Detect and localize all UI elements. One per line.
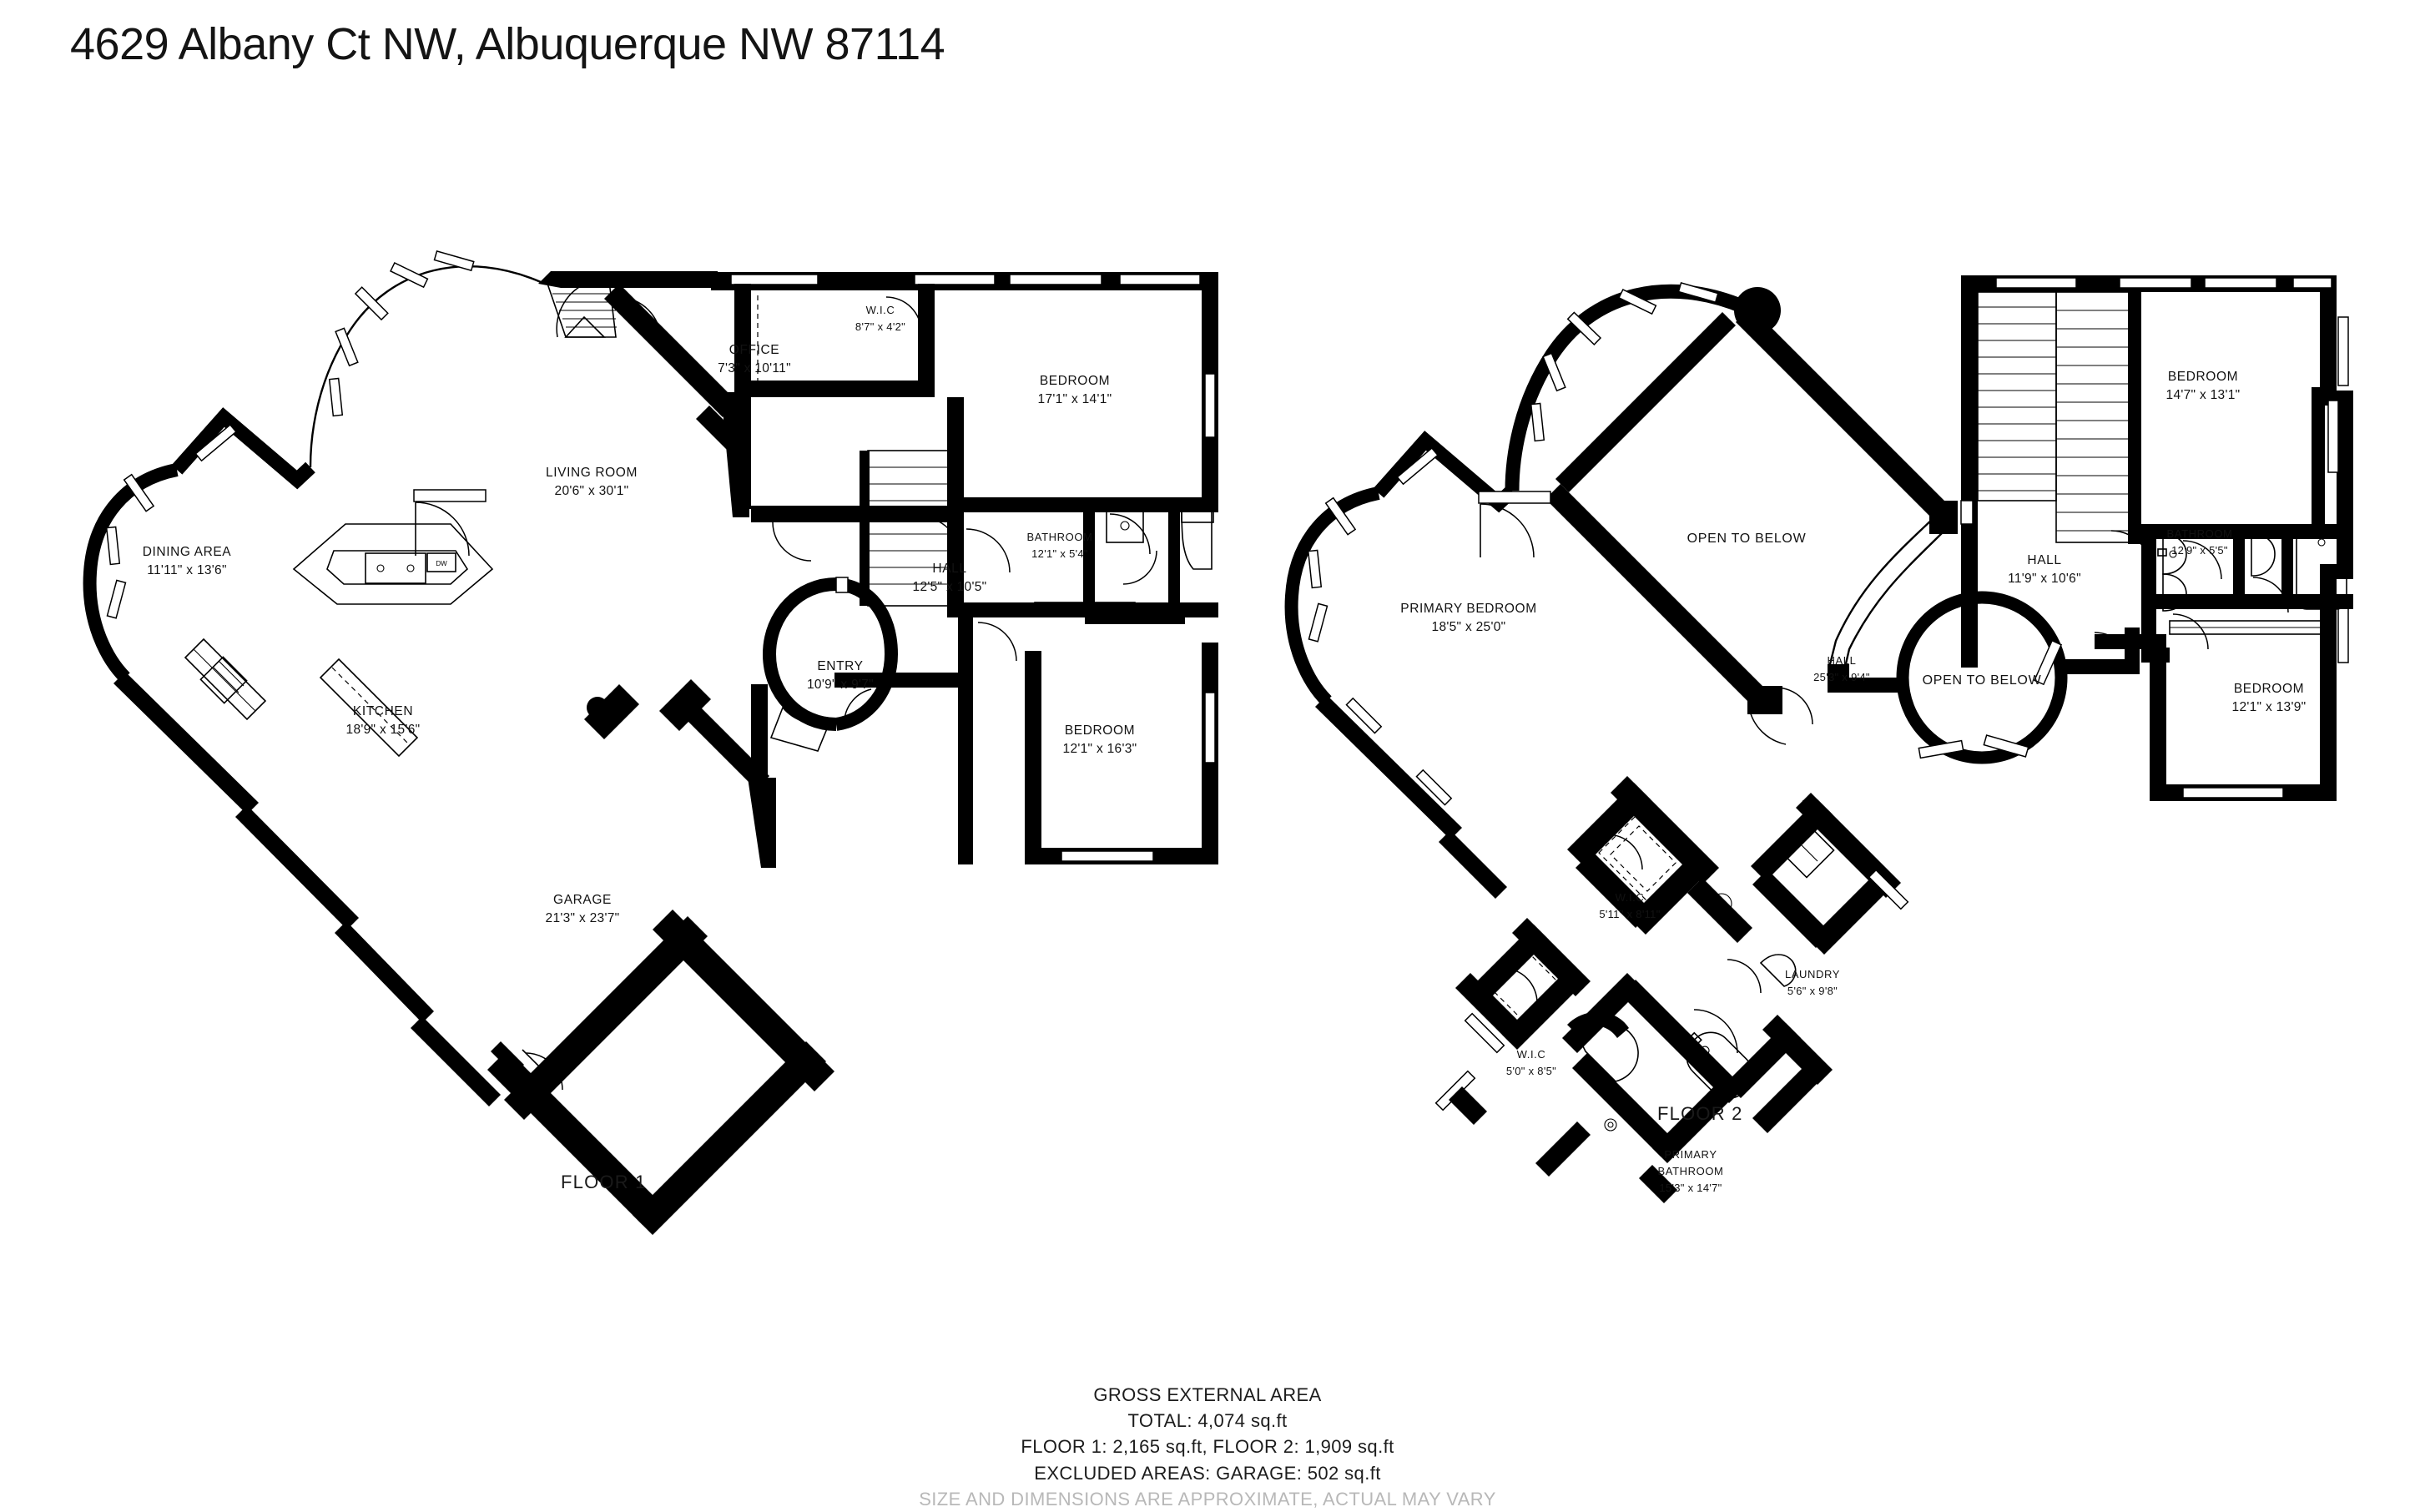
svg-text:25'3" x 9'4": 25'3" x 9'4" — [1813, 671, 1870, 683]
svg-text:LIVING ROOM: LIVING ROOM — [546, 466, 638, 480]
page-title: 4629 Albany Ct NW, Albuquerque NW 87114 — [70, 19, 945, 69]
floor1-room-labels: DINING AREA 11'11" x 13'6" LIVING ROOM 20'… — [143, 304, 1137, 925]
svg-text:11'9" x 10'6": 11'9" x 10'6" — [2008, 572, 2081, 586]
room-label: BEDROOM 17'1" x 14'1" — [1038, 374, 1112, 406]
floor2-door-swings — [1480, 503, 1813, 745]
svg-text:GARAGE: GARAGE — [553, 893, 612, 907]
svg-text:20'6" x 30'1": 20'6" x 30'1" — [555, 484, 629, 498]
svg-text:12'1" x 13'9": 12'1" x 13'9" — [2232, 700, 2307, 714]
room-label: W.I.C 5'0" x 8'5" — [1506, 1048, 1556, 1077]
garage-outline — [487, 679, 834, 1235]
room-label: W.I.C 5'11" x 8'11" — [1599, 891, 1660, 920]
entry-rotunda — [762, 577, 899, 752]
room-label: BATHROOM 12'1" x 5'4" — [1027, 531, 1093, 560]
room-label: KITCHEN 18'9" x 15'6" — [346, 704, 421, 737]
floor-2-caption: FLOOR 2 — [1657, 1103, 1743, 1124]
floor-1-caption: FLOOR 1 — [561, 1172, 647, 1192]
floor1-interior-walls — [604, 284, 1218, 864]
floor2-bath-block — [2110, 387, 2353, 663]
svg-text:11'11" x 13'6": 11'11" x 13'6" — [147, 563, 227, 577]
floor2-primary-suite — [1434, 776, 1909, 1203]
svg-text:W.I.C: W.I.C — [1517, 1048, 1546, 1061]
room-label: HALL 11'9" x 10'6" — [2008, 553, 2081, 586]
svg-text:BATHROOM: BATHROOM — [1658, 1165, 1724, 1177]
svg-text:18'5" x 25'0": 18'5" x 25'0" — [1432, 620, 1506, 634]
svg-text:18'9" x 15'6": 18'9" x 15'6" — [346, 723, 421, 737]
room-label: HALL 12'5" x 10'5" — [913, 562, 987, 594]
svg-text:5'11" x 8'11": 5'11" x 8'11" — [1599, 908, 1660, 920]
fireplace — [545, 280, 617, 338]
area-disclaimer: SIZE AND DIMENSIONS ARE APPROXIMATE, ACT… — [919, 1488, 1496, 1509]
room-label: DINING AREA 11'11" x 13'6" — [143, 545, 232, 577]
svg-text:LAUNDRY: LAUNDRY — [1785, 968, 1840, 980]
svg-text:OFFICE: OFFICE — [729, 343, 779, 357]
area-total: TOTAL: 4,074 sq.ft — [1127, 1410, 1288, 1432]
floor-1-plan: DW — [83, 249, 1218, 1235]
floor2-staircase — [1977, 291, 2141, 544]
svg-text:12'1" x 5'4": 12'1" x 5'4" — [1031, 547, 1088, 560]
svg-text:7'3" x 10'11": 7'3" x 10'11" — [718, 361, 791, 375]
svg-text:12'9" x 5'5": 12'9" x 5'5" — [2171, 544, 2228, 557]
svg-text:BEDROOM: BEDROOM — [1065, 723, 1135, 738]
svg-text:BATHROOM: BATHROOM — [2167, 527, 2233, 540]
svg-text:HALL: HALL — [1828, 654, 1857, 667]
room-label: BATHROOM 12'9" x 5'5" — [2167, 527, 2233, 557]
svg-text:W.I.C: W.I.C — [866, 304, 895, 316]
svg-text:BEDROOM: BEDROOM — [2168, 370, 2238, 384]
svg-text:5'6" x 9'8": 5'6" x 9'8" — [1787, 985, 1838, 997]
room-label: BEDROOM 12'1" x 16'3" — [1063, 723, 1137, 756]
open-to-below-label-1: OPEN TO BELOW — [1687, 532, 1807, 546]
kitchen-fixtures: DW — [184, 523, 494, 758]
floor2-windows — [1307, 277, 2349, 806]
svg-text:12'5" x 10'5": 12'5" x 10'5" — [913, 580, 987, 594]
area-per-floor: FLOOR 1: 2,165 sq.ft, FLOOR 2: 1,909 sq.… — [1021, 1436, 1394, 1458]
floor-2-plan: PRIMARY BEDROOM 18'5" x 25'0" HALL 25'3" x… — [1284, 275, 2353, 1203]
room-label: BEDROOM 12'1" x 13'9" — [2232, 682, 2307, 714]
room-label: HALL 25'3" x 9'4" — [1813, 654, 1870, 683]
floor2-annotations: OPEN TO BELOW OPEN TO BELOW — [1687, 532, 2042, 688]
svg-text:BEDROOM: BEDROOM — [2234, 682, 2304, 696]
svg-text:DW: DW — [436, 560, 447, 567]
room-label: GARAGE 21'3" x 23'7" — [546, 893, 620, 925]
svg-text:14'7" x 13'1": 14'7" x 13'1" — [2166, 388, 2241, 402]
svg-text:HALL: HALL — [2027, 553, 2061, 567]
room-label: PRIMARY BATHROOM 15'3" x 14'7" — [1658, 1148, 1724, 1194]
floor1-door-swings — [415, 290, 1151, 662]
floor2-hall-walls — [1828, 517, 1945, 693]
svg-text:ENTRY: ENTRY — [817, 659, 863, 673]
svg-text:17'1" x 14'1": 17'1" x 14'1" — [1038, 392, 1112, 406]
room-label: OFFICE 7'3" x 10'11" — [718, 343, 791, 375]
svg-text:15'3" x 14'7": 15'3" x 14'7" — [1659, 1182, 1722, 1194]
svg-text:21'3" x 23'7": 21'3" x 23'7" — [546, 911, 620, 925]
room-label: PRIMARY BEDROOM 18'5" x 25'0" — [1400, 602, 1536, 634]
svg-text:DINING AREA: DINING AREA — [143, 545, 232, 559]
floor1-bath-fixtures — [1034, 500, 1214, 615]
svg-text:12'1" x 16'3": 12'1" x 16'3" — [1063, 742, 1137, 756]
area-excluded: EXCLUDED AREAS: GARAGE: 502 sq.ft — [1034, 1462, 1381, 1484]
room-label: LAUNDRY 5'6" x 9'8" — [1785, 968, 1840, 997]
svg-text:W.I.C: W.I.C — [1616, 891, 1645, 904]
svg-text:BEDROOM: BEDROOM — [1040, 374, 1110, 388]
svg-text:BATHROOM: BATHROOM — [1027, 531, 1093, 543]
svg-text:8'7" x 4'2": 8'7" x 4'2" — [855, 320, 905, 333]
area-summary: GROSS EXTERNAL AREA TOTAL: 4,074 sq.ft F… — [0, 1382, 2415, 1512]
svg-text:HALL: HALL — [932, 562, 966, 576]
room-label: W.I.C 8'7" x 4'2" — [855, 304, 905, 333]
floor2-room-labels: PRIMARY BEDROOM 18'5" x 25'0" HALL 25'3" x… — [1400, 370, 2306, 1194]
area-heading: GROSS EXTERNAL AREA — [1093, 1384, 1322, 1405]
svg-text:5'0" x 8'5": 5'0" x 8'5" — [1506, 1065, 1556, 1077]
room-label: LIVING ROOM 20'6" x 30'1" — [546, 466, 638, 498]
open-to-below-label-2: OPEN TO BELOW — [1923, 673, 2042, 688]
svg-text:PRIMARY: PRIMARY — [1664, 1148, 1717, 1161]
svg-text:PRIMARY BEDROOM: PRIMARY BEDROOM — [1400, 602, 1536, 616]
svg-text:KITCHEN: KITCHEN — [353, 704, 413, 718]
floor1-windows — [105, 249, 1216, 862]
room-label: ENTRY 10'9" x 9'7" — [807, 659, 874, 692]
svg-text:10'9" x 9'7": 10'9" x 9'7" — [807, 678, 874, 692]
room-label: BEDROOM 14'7" x 13'1" — [2166, 370, 2241, 402]
